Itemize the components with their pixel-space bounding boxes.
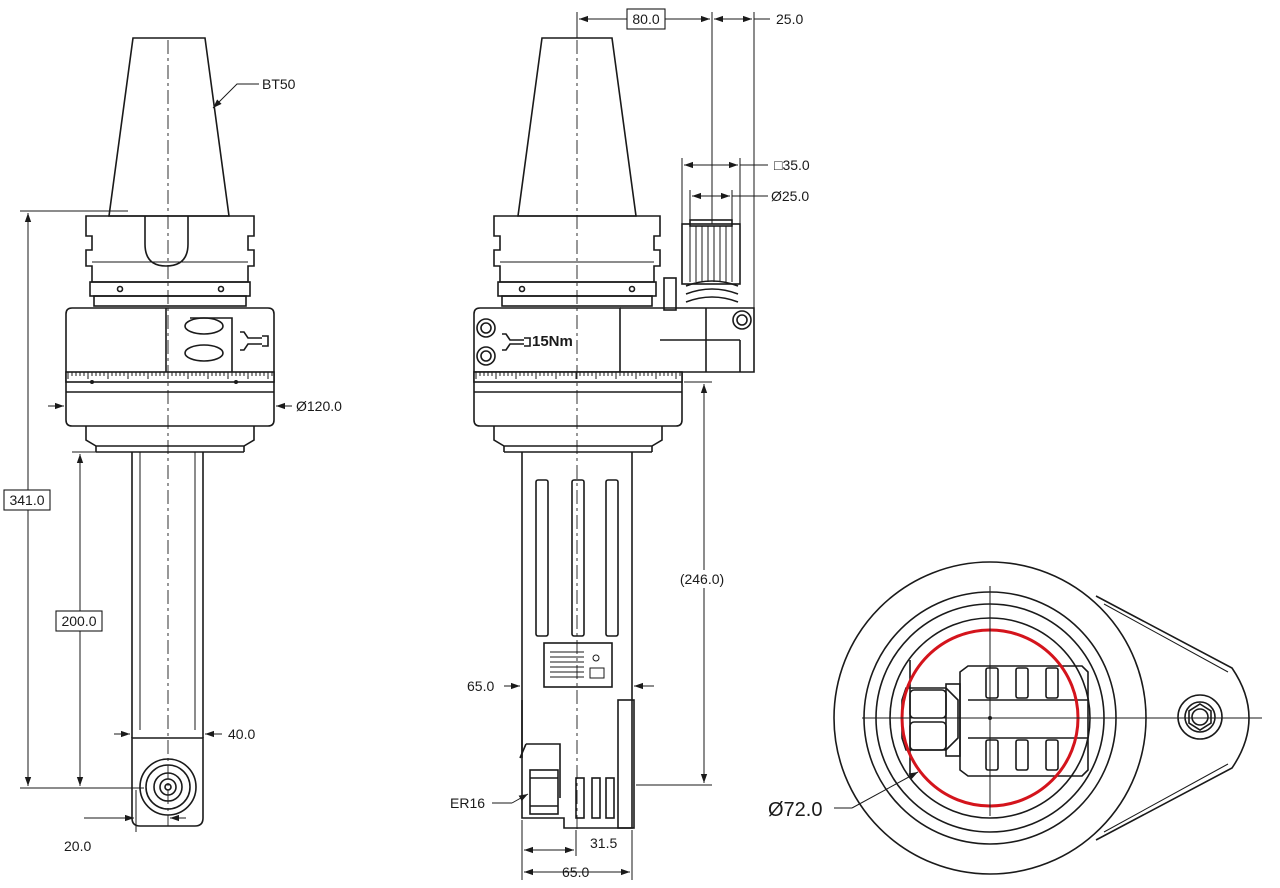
side-dimensions: 80.0 25.0 □35.0 Ø25.0 (246.0) 65.0 ER16 [450,8,810,880]
label-height-shank: 200.0 [61,613,96,629]
side-wrench-icon [502,333,531,351]
head-slot [985,667,999,699]
label-height-side: (246.0) [680,571,724,587]
nameplate-mark [589,667,605,679]
label-dia-drive: Ø25.0 [771,188,809,204]
front-keyway [144,216,189,267]
label-head-depth: 65.0 [467,678,494,694]
front-flange [85,215,255,283]
label-height-total: 341.0 [9,492,44,508]
bottom-view: Ø72.0 [768,561,1262,875]
label-torque: 15Nm [532,333,573,350]
label-square-drive: □35.0 [774,157,810,173]
label-nose-offset: 20.0 [64,838,91,854]
front-body [65,307,275,427]
front-shank [131,452,204,738]
head-slot [1015,739,1029,771]
label-taper: BT50 [262,76,296,92]
side-drive-arm [620,307,755,373]
label-dia-flange: Ø120.0 [296,398,342,414]
side-collet-nut [529,769,559,815]
head-slot [985,739,999,771]
shank-slot [571,479,585,637]
side-view: 15Nm [473,37,755,830]
label-collet: ER16 [450,795,485,811]
front-nose [131,737,204,827]
front-view [65,37,275,827]
front-dimensions: BT50 341.0 200.0 Ø120.0 40.0 20.0 [3,76,342,854]
label-dia-collet: Ø72.0 [768,799,822,821]
shank-slot [535,479,549,637]
side-drive-spigot [681,223,741,285]
head-slot [1045,739,1059,771]
label-offset-top: 80.0 [632,11,659,27]
side-nameplate [543,642,613,688]
label-offset-right: 25.0 [776,11,803,27]
front-wrench-icon [240,331,269,351]
nameplate-mark [592,654,600,662]
front-taper [108,37,230,217]
head-slot [1045,667,1059,699]
label-shank-width: 40.0 [228,726,255,742]
shank-slot [605,479,619,637]
head-slot [1015,667,1029,699]
side-body [473,307,683,427]
label-spindle-offset: 31.5 [590,835,617,851]
label-head-width: 65.0 [562,864,589,880]
side-spring [685,280,739,303]
